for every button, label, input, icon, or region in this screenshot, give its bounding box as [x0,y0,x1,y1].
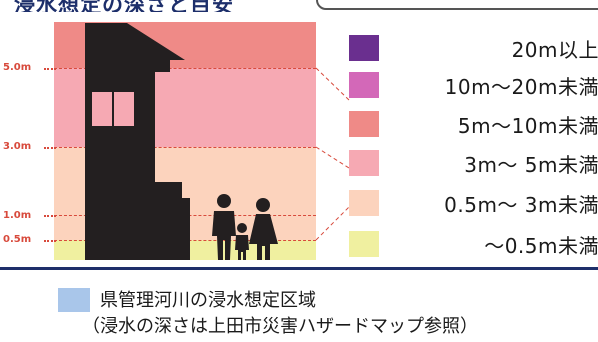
legend-label: 0.5m～ 3m未満 [444,192,598,217]
title-box [316,0,598,10]
title-strip: 浸水想定の深さと目安 [0,0,310,12]
woman-figure [249,198,278,260]
depth-label-3m: 3.0m [3,141,32,152]
legend-swatch [349,150,379,176]
legend-item-10-20m: 10m～20m未満 [349,72,598,99]
depth-label-05m: 0.5m [3,234,32,245]
legend-item-3-5m: 3m～ 5m未満 [349,150,598,177]
page-title: 浸水想定の深さと目安 [14,0,234,12]
level-line-3m [54,147,316,148]
hazard-map-note: （浸水の深さは上田市災害ハザードマップ参照） [82,316,478,337]
tick-05m [44,240,56,242]
legend-label: 10m～20m未満 [444,74,598,99]
legend-swatch [349,190,379,216]
section-divider [0,267,598,270]
legend-label: 3m～ 5m未満 [464,152,598,177]
river-area-label: 県管理河川の浸水想定区域 [100,290,316,311]
tick-3m [44,147,56,149]
river-area-swatch [58,288,90,312]
legend-swatch [349,111,379,137]
child-figure [235,223,249,260]
legend-label: 20m以上 [511,37,598,62]
man-figure [212,194,236,260]
legend-label: ～0.5m未満 [484,233,598,258]
legend-item-5-10m: 5m～10m未満 [349,111,598,138]
legend-swatch [349,231,379,257]
legend-label: 5m～10m未満 [457,113,598,138]
legend-item-05-3m: 0.5m～ 3m未満 [349,190,598,217]
legend-swatch [349,35,379,61]
tick-5m [44,68,56,70]
depth-label-1m: 1.0m [3,210,32,221]
legend-item-under-05m: ～0.5m未満 [349,231,598,258]
legend-swatch [349,72,379,98]
level-line-5m [54,68,316,69]
depth-label-5m: 5.0m [3,62,32,73]
legend-item-20m-plus: 20m以上 [349,35,598,62]
tick-1m [44,215,56,217]
